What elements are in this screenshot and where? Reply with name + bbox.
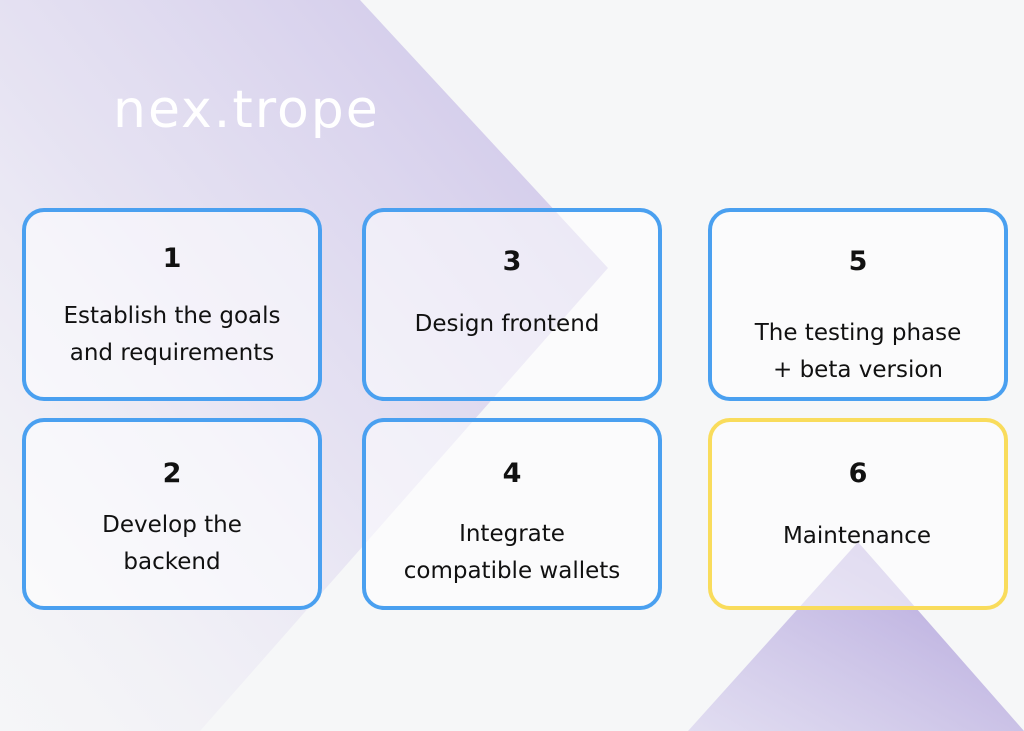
step-number: 2	[162, 458, 182, 489]
nextrope-logo: nex.trope	[113, 80, 380, 140]
step-number: 5	[848, 246, 868, 277]
step-label: Maintenance	[782, 523, 932, 549]
step-number: 1	[162, 243, 182, 274]
step-number: 3	[502, 246, 522, 277]
step-card-5: 5 The testing phase + beta version	[708, 208, 1008, 401]
step-label: Integrate compatible wallets	[403, 521, 621, 584]
small-triangle-shape	[688, 542, 1024, 731]
step-number: 6	[848, 458, 868, 489]
step-label: Develop the backend	[102, 512, 242, 575]
step-card-2: 2 Develop the backend	[22, 418, 322, 610]
step-number: 4	[502, 458, 522, 489]
step-label: Establish the goals and requirements	[63, 303, 281, 366]
step-card-6: 6 Maintenance	[708, 418, 1008, 610]
step-card-3: 3 Design frontend	[362, 208, 662, 401]
step-card-1: 1 Establish the goals and requirements	[22, 208, 322, 401]
step-card-4: 4 Integrate compatible wallets	[362, 418, 662, 610]
step-label: The testing phase + beta version	[754, 320, 962, 383]
step-label: Design frontend	[414, 311, 600, 337]
